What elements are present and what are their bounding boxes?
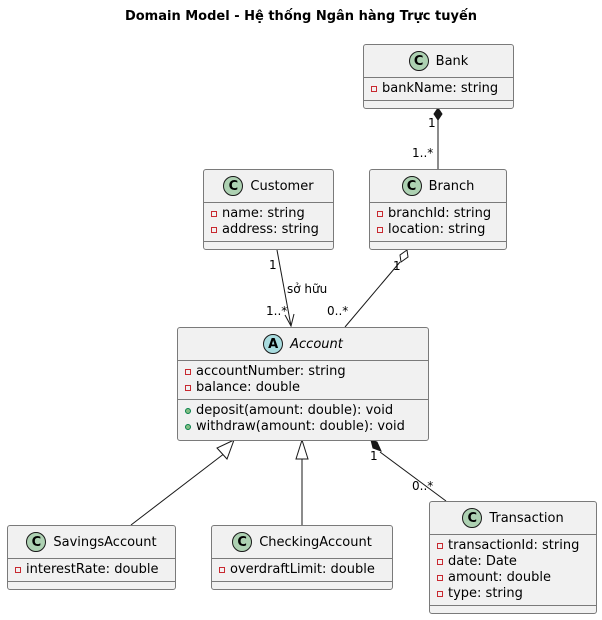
multiplicity-account-side-customer: 1..* <box>266 304 288 318</box>
class-header: C Branch <box>370 170 506 203</box>
relation-bank-branch[interactable] <box>433 107 443 170</box>
class-header: C Transaction <box>430 502 596 535</box>
multiplicity-branch-side: 1..* <box>412 146 434 160</box>
relation-savings-account[interactable] <box>130 439 235 526</box>
class-header: C CheckingAccount <box>212 526 392 559</box>
class-name: Customer <box>250 178 314 194</box>
aggregation-diamond <box>399 249 409 263</box>
attribute: branchId: string <box>377 206 506 222</box>
public-visibility-icon <box>185 408 191 414</box>
methods-section <box>364 101 513 109</box>
attributes-section: transactionId: string date: Date amount:… <box>430 535 596 606</box>
attribute: type: string <box>437 586 596 602</box>
private-visibility-icon <box>211 227 217 233</box>
relation-customer-account[interactable] <box>276 249 295 328</box>
private-visibility-icon <box>437 559 443 565</box>
class-header: C SavingsAccount <box>8 526 175 559</box>
class-name: Branch <box>428 178 475 194</box>
method: withdraw(amount: double): void <box>185 419 428 435</box>
class-name: CheckingAccount <box>259 534 372 550</box>
abstract-stereotype-icon: A <box>263 334 284 354</box>
class-stereotype-icon: C <box>401 176 422 196</box>
class-header: C Customer <box>204 170 333 203</box>
private-visibility-icon <box>437 575 443 581</box>
class-stereotype-icon: C <box>232 532 253 552</box>
private-visibility-icon <box>185 369 191 375</box>
private-visibility-icon <box>371 86 377 92</box>
multiplicity-account-side-transaction: 1 <box>370 449 378 463</box>
private-visibility-icon <box>437 543 443 549</box>
methods-section: deposit(amount: double): void withdraw(a… <box>178 400 428 438</box>
public-visibility-icon <box>185 424 191 430</box>
methods-section <box>430 606 596 614</box>
generalization-arrow <box>295 438 309 460</box>
generalization-arrow <box>216 439 235 460</box>
class-stereotype-icon: C <box>462 508 483 528</box>
attributes-section: interestRate: double <box>8 559 175 582</box>
attribute: address: string <box>211 222 333 238</box>
class-header: A Account <box>178 328 428 361</box>
class-name: Bank <box>435 53 469 69</box>
attribute: bankName: string <box>371 81 513 97</box>
attribute: name: string <box>211 206 333 222</box>
diagram-title: Domain Model - Hệ thống Ngân hàng Trực t… <box>124 9 478 24</box>
class-name: Transaction <box>489 510 564 526</box>
multiplicity-customer-side: 1 <box>269 258 277 272</box>
relation-checking-account[interactable] <box>295 438 309 525</box>
attribute: interestRate: double <box>15 562 175 578</box>
class-bank[interactable]: C Bank bankName: string <box>363 44 514 109</box>
class-savings-account[interactable]: C SavingsAccount interestRate: double <box>7 525 176 590</box>
multiplicity-branch-side-aggregation: 1 <box>393 259 401 273</box>
methods-section <box>8 582 175 590</box>
attribute: balance: double <box>185 380 428 396</box>
relation-branch-account[interactable] <box>344 249 409 328</box>
class-header: C Bank <box>364 45 513 78</box>
attributes-section: overdraftLimit: double <box>212 559 392 582</box>
attributes-section: accountNumber: string balance: double <box>178 361 428 400</box>
attribute: amount: double <box>437 570 596 586</box>
methods-section <box>212 582 392 590</box>
attribute: accountNumber: string <box>185 364 428 380</box>
attributes-section: bankName: string <box>364 78 513 101</box>
private-visibility-icon <box>15 567 21 573</box>
attributes-section: name: string address: string <box>204 203 333 242</box>
attribute: overdraftLimit: double <box>219 562 392 578</box>
relation-account-transaction[interactable] <box>370 439 447 502</box>
attribute: date: Date <box>437 554 596 570</box>
composition-diamond <box>433 107 443 121</box>
class-name: Account <box>290 336 343 352</box>
arrow-head <box>284 313 295 328</box>
multiplicity-account-side-branch: 0..* <box>327 304 349 318</box>
attribute: location: string <box>377 222 506 238</box>
private-visibility-icon <box>185 385 191 391</box>
class-customer[interactable]: C Customer name: string address: string <box>203 169 334 250</box>
multiplicity-bank-side: 1 <box>428 116 436 130</box>
class-checking-account[interactable]: C CheckingAccount overdraftLimit: double <box>211 525 393 590</box>
private-visibility-icon <box>437 591 443 597</box>
private-visibility-icon <box>211 211 217 217</box>
class-account[interactable]: A Account accountNumber: string balance:… <box>177 327 429 441</box>
class-stereotype-icon: C <box>26 532 47 552</box>
private-visibility-icon <box>377 211 383 217</box>
attributes-section: branchId: string location: string <box>370 203 506 242</box>
private-visibility-icon <box>377 227 383 233</box>
class-transaction[interactable]: C Transaction transactionId: string date… <box>429 501 597 614</box>
class-stereotype-icon: C <box>223 176 244 196</box>
multiplicity-transaction-side: 0..* <box>412 479 434 493</box>
method: deposit(amount: double): void <box>185 403 428 419</box>
class-name: SavingsAccount <box>53 534 157 550</box>
private-visibility-icon <box>219 567 225 573</box>
class-branch[interactable]: C Branch branchId: string location: stri… <box>369 169 507 250</box>
methods-section <box>204 242 333 250</box>
composition-diamond <box>370 439 382 452</box>
class-stereotype-icon: C <box>408 51 429 71</box>
attribute: transactionId: string <box>437 538 596 554</box>
association-label: sở hữu <box>287 282 328 296</box>
methods-section <box>370 242 506 250</box>
